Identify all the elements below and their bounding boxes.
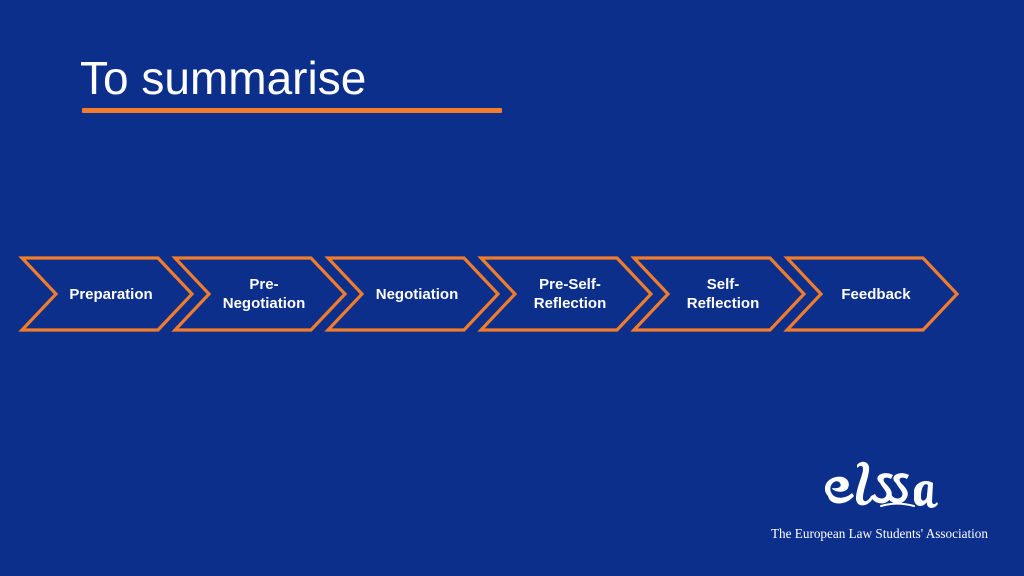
- process-step-chevron: [630, 256, 807, 332]
- process-step-chevron: [477, 256, 654, 332]
- process-step-chevron: [171, 256, 348, 332]
- elsa-logo-icon: [824, 461, 938, 508]
- logo-caption: The European Law Students' Association: [771, 526, 988, 541]
- process-step-chevron: [324, 256, 501, 332]
- process-step-chevron: [783, 256, 960, 332]
- page-title: To summarise: [80, 52, 367, 104]
- elsa-logo: The European Law Students' Association: [768, 458, 988, 548]
- title-underline: [82, 108, 502, 113]
- process-step-chevron: [18, 256, 195, 332]
